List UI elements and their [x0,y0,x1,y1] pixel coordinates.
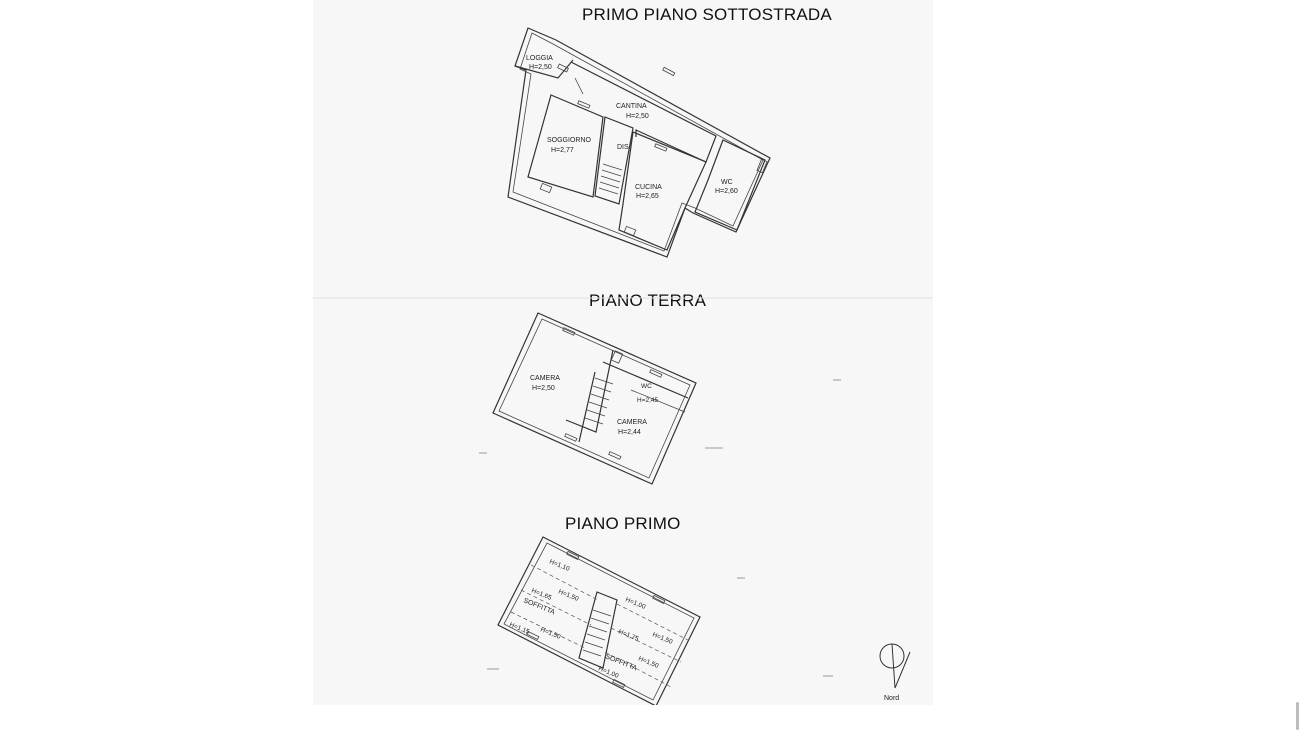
room-height-wc-ground: H=2,45 [637,397,659,404]
height-label-1: H=1,10 [548,558,571,573]
north-arrow-icon: Nord [879,643,911,702]
room-label-wc-ground: WC [641,383,652,390]
wc-wall [694,139,766,231]
room-height-wc: H=2,60 [715,188,738,195]
room-height-loggia: H=2,50 [529,64,552,71]
loggia-wall [514,59,574,79]
height-label-3: H=1,65 [530,587,553,602]
room-label-camera-2: CAMERA [617,419,647,426]
first-floor-plan: H=1,10 H=1,50 H=1,65 H=1,50 H=1,15 H=1,0… [497,536,701,705]
first-outer-wall [497,536,701,705]
room-label-cantina: CANTINA [616,103,647,110]
room-height-soggiorno: H=2,77 [551,147,574,154]
floor-plan-sheet: PRIMO PIANO SOTTOSTRADA PIANO TERRA PIAN… [313,0,933,705]
height-label-4: H=1,50 [539,626,562,641]
room-label-wc: WC [721,179,733,186]
room-height-camera-2: H=2,44 [618,429,641,436]
basement-plan: LOGGIA H=2,50 CANTINA H=2,50 SOGGIORNO H… [507,27,771,258]
height-label-5: H=1,15 [508,621,531,636]
ground-floor-title: PIANO TERRA [589,291,707,310]
floor-plan-drawing: LOGGIA H=2,50 CANTINA H=2,50 SOGGIORNO H… [313,27,933,705]
compass-label: Nord [884,695,899,702]
first-stair-block [578,591,618,669]
first-floor-title: PIANO PRIMO [565,514,681,533]
height-label-9: H=1,50 [637,655,660,670]
ground-outer-wall [492,312,697,485]
ground-interior-wall [565,349,614,433]
height-label-6: H=1,00 [624,596,647,611]
room-height-cucina: H=2,65 [636,193,659,200]
room-label-cucina: CUCINA [635,184,662,191]
stair-block [594,116,634,205]
stair-steps [598,163,623,195]
window-marks [539,63,768,237]
room-label-soggiorno: SOGGIORNO [547,137,592,144]
height-label-8: H=1,75 [617,628,640,643]
room-label-loggia: LOGGIA [526,55,553,62]
height-label-2: H=1,50 [557,588,580,603]
soggiorno-wall [527,94,604,198]
scrollbar[interactable] [1296,702,1299,730]
cantina-wall [570,61,717,163]
ground-floor-plan: CAMERA H=2,50 WC H=2,45 CAMERA H=2,44 [492,312,697,485]
basement-title: PRIMO PIANO SOTTOSTRADA [582,5,832,24]
ground-stair-steps [584,377,614,425]
cucina-wall [618,131,707,251]
room-label-camera-1: CAMERA [530,375,560,382]
room-label-soffitta-1: SOFFITTA [522,597,556,616]
room-height-cantina: H=2,50 [626,113,649,120]
height-label-7: H=1,50 [651,631,674,646]
scan-noise [479,379,841,677]
room-height-camera-1: H=2,50 [532,385,555,392]
room-label-dis: DIS. [617,144,631,151]
